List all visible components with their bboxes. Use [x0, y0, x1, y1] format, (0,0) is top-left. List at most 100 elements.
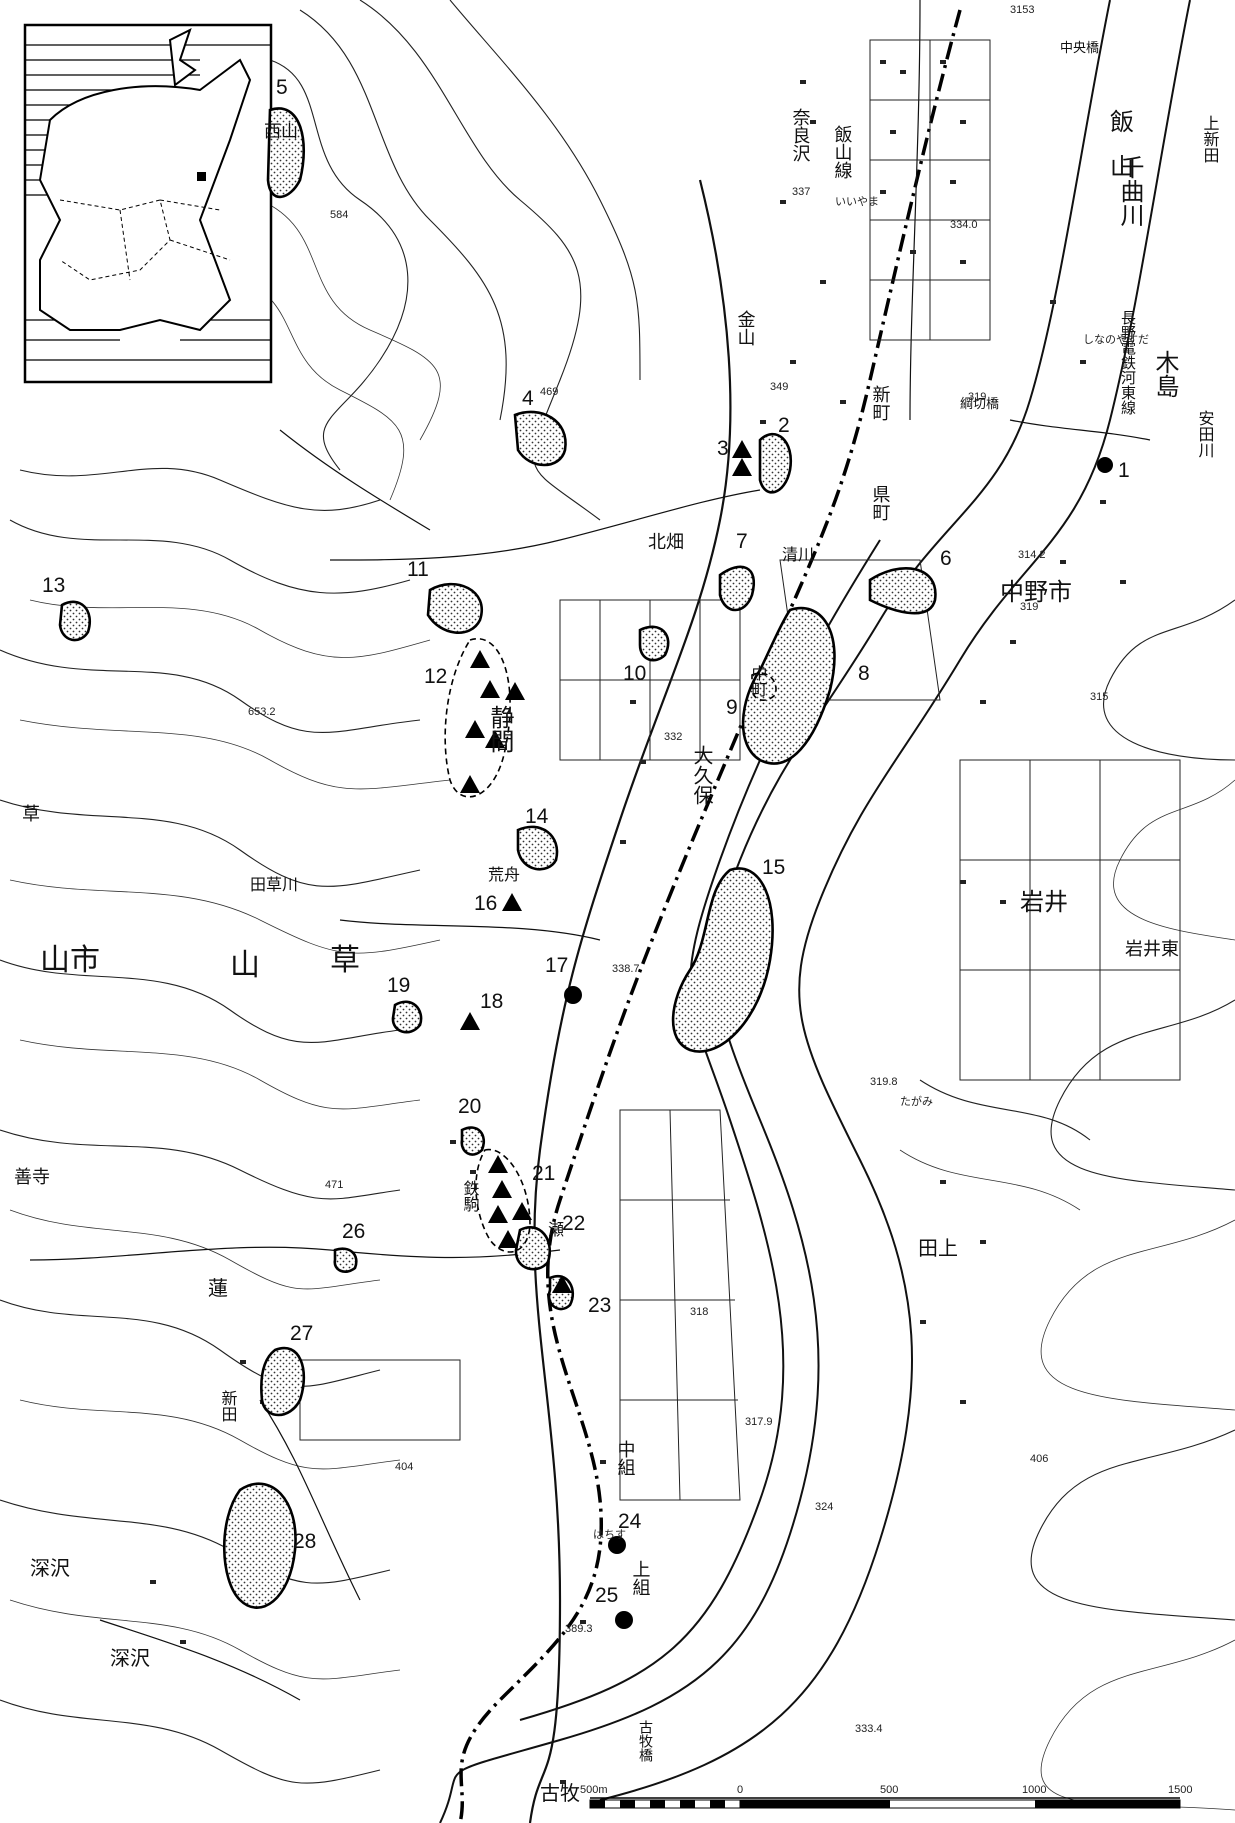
place-label: 中野市 [1000, 578, 1072, 606]
site-24-dot [608, 1536, 626, 1554]
place-label: 山 [1110, 153, 1134, 181]
site-20-area [460, 1126, 485, 1156]
site-12-triangle [465, 720, 485, 738]
site-number: 3 [717, 437, 729, 460]
elevation-label: 469 [540, 386, 558, 398]
place-name-labels: 飯 山 千曲川 木島 中野市 静間 大久保 岩井 岩井東 金山 新町 県町 北畑… [14, 41, 1220, 1805]
site-number: 22 [562, 1212, 585, 1235]
elevation-label: 324 [815, 1501, 833, 1513]
place-label: 奈良沢 [790, 108, 811, 162]
site-number: 17 [545, 954, 568, 977]
site-number: 28 [293, 1530, 316, 1553]
site-number: 11 [407, 558, 429, 581]
site-7-area [718, 565, 755, 612]
site-number: 16 [474, 892, 497, 915]
site-1-dot [1097, 457, 1113, 473]
site-23-triangle [552, 1275, 572, 1293]
elevation-label: 333.4 [855, 1723, 883, 1735]
kana-labels: いいやま しなのやすだ はちす たがみ [593, 195, 1149, 1541]
site-12-triangle [460, 775, 480, 793]
place-label: 田草川 [250, 875, 298, 894]
elevation-label: 334.0 [950, 219, 978, 231]
site-17-dot [564, 986, 582, 1004]
place-label: 新田 [219, 1390, 238, 1422]
place-label: 瀬 [548, 1220, 564, 1239]
elevation-label: 389.3 [565, 1623, 593, 1635]
site-21-triangle [498, 1230, 518, 1248]
place-label: 田上 [918, 1236, 958, 1260]
site-2-area [758, 432, 793, 494]
elevation-label: 317.9 [745, 1416, 773, 1428]
site-number: 7 [736, 530, 748, 553]
site-number: 5 [276, 76, 288, 99]
site-21-triangle [492, 1180, 512, 1198]
site-16-triangle [502, 893, 522, 911]
site-number: 20 [458, 1095, 481, 1118]
site-10-area [638, 625, 670, 662]
roads [29, 0, 1151, 1823]
site-21-triangle [488, 1155, 508, 1173]
site-21-triangle [512, 1202, 532, 1220]
place-label: 古牧 [540, 1781, 580, 1805]
place-label: 鉄駒 [461, 1180, 480, 1213]
elevation-label: 319 [968, 391, 986, 403]
site-number: 1 [1118, 459, 1130, 482]
elevation-label: 653.2 [248, 706, 276, 718]
kana-label: しなのやすだ [1083, 333, 1149, 346]
kana-label: いいやま [835, 195, 879, 208]
elevation-label: 338.7 [612, 963, 640, 975]
site-number: 25 [595, 1584, 618, 1607]
site-13-area [58, 600, 91, 642]
site-number: 13 [42, 574, 65, 597]
site-28-area [222, 1482, 297, 1609]
site-12-triangle [480, 680, 500, 698]
site-number: 26 [342, 1220, 365, 1243]
place-label: 県町 [870, 485, 891, 521]
place-label: 蓮 [208, 1276, 228, 1300]
site-25-dot [615, 1611, 633, 1629]
site-number: 23 [588, 1294, 611, 1317]
site-11-area [426, 582, 483, 635]
place-label: 静間 [486, 705, 514, 753]
place-label: 木島 [1151, 350, 1179, 398]
triangle-markers [460, 440, 752, 1293]
elevation-label: 332 [664, 731, 682, 743]
place-label: 岩井東 [1125, 939, 1179, 960]
site-12-area [444, 637, 511, 798]
elevation-label: 584 [330, 209, 348, 221]
place-label: 飯山線 [832, 125, 853, 179]
site-21-area [475, 1148, 531, 1253]
site-number: 10 [623, 662, 646, 685]
site-22-area [514, 1226, 551, 1271]
kana-label: たがみ [900, 1094, 933, 1108]
place-label: 綱切橋 [960, 397, 999, 412]
site-number: 2 [778, 414, 790, 437]
place-label: 中組 [615, 1440, 636, 1476]
site-number: 9 [726, 696, 738, 719]
site-26-area [333, 1247, 358, 1273]
place-label: 草 [22, 804, 40, 825]
place-label: 新町 [870, 385, 891, 421]
site-12-triangle [505, 682, 525, 700]
site-number: 4 [522, 387, 534, 410]
site-12-triangle [470, 650, 490, 668]
site-21-triangle [488, 1205, 508, 1223]
site-19-area [391, 1000, 423, 1034]
scale-label: 1000 [1022, 1784, 1046, 1796]
place-label: 山 [230, 948, 260, 983]
elevation-label: 349 [770, 381, 788, 393]
place-label: 飯 [1110, 108, 1134, 136]
place-label: 中央橋 [1060, 41, 1099, 56]
scale-label: 0 [737, 1784, 743, 1796]
elevation-label: 3153 [1010, 4, 1034, 16]
elevation-label: 337 [792, 186, 810, 198]
place-label: 清川 [782, 545, 814, 564]
place-label: 上組 [630, 1560, 651, 1596]
site-9-area [751, 672, 777, 701]
place-label: 長野電鉄河東線 [1119, 310, 1137, 415]
site-number: 14 [525, 805, 549, 828]
place-label: 北畑 [648, 532, 684, 553]
site-6-area [868, 567, 937, 615]
scale-bar: 500m 0 500 1000 1500 [580, 1784, 1192, 1809]
place-label: 岩井 [1020, 888, 1068, 916]
